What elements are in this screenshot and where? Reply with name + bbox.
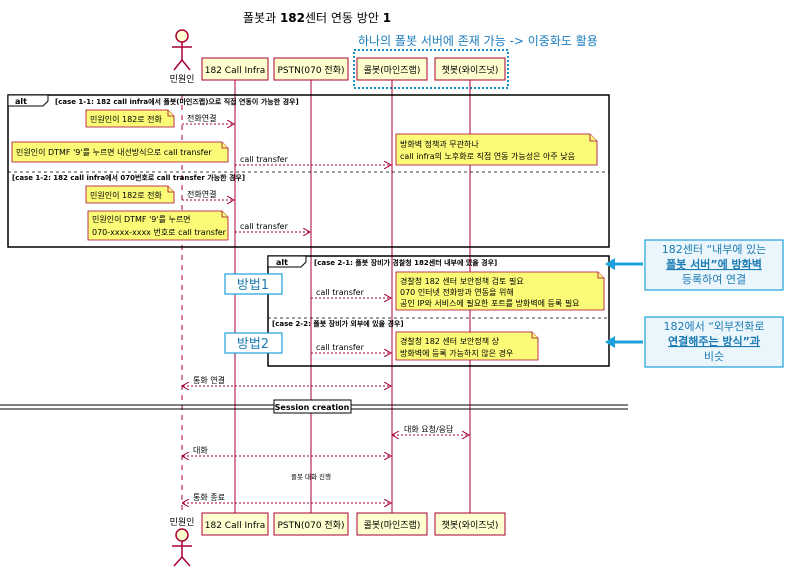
- svg-text:PSTN(070 전화): PSTN(070 전화): [278, 65, 345, 76]
- svg-text:PSTN(070 전화): PSTN(070 전화): [278, 520, 345, 531]
- svg-text:[case 1-2: 182 call infra에서 07: [case 1-2: 182 call infra에서 070번호로 call …: [12, 173, 245, 182]
- msg-call-end: 통화 종료: [193, 493, 225, 502]
- note-dtmf-1: 민원인이 DTMF '9'를 누르면 내선방식으로 call transfer: [11, 141, 229, 163]
- method-1-label: 방법1: [224, 273, 283, 295]
- svg-text:070-xxxx-xxxx 번호로 call transfe: 070-xxxx-xxxx 번호로 call transfer: [92, 228, 227, 237]
- actor-label-top: 민원인: [170, 74, 195, 85]
- svg-text:182 Call Infra: 182 Call Infra: [205, 66, 265, 76]
- svg-text:방법1: 방법1: [237, 278, 269, 293]
- svg-text:민원인이 182로 전화: 민원인이 182로 전화: [90, 114, 163, 124]
- note-firewall-1: 방화벽 정책과 무관하나 call infra의 노후화로 직접 연동 가능성은…: [395, 133, 598, 166]
- svg-text:경찰청 182 센터 보안정책 상: 경찰청 182 센터 보안정책 상: [400, 336, 500, 346]
- alt-frame-2: alt [case 2-1: 폴봇 장비가 경찰청 182센터 내부에 있을 경…: [267, 255, 610, 367]
- msg-chat-request: 대화 요청/응답: [404, 424, 454, 434]
- method-2-label: 방법2: [224, 332, 283, 354]
- bot-group-outline: [353, 49, 509, 89]
- svg-text:연결해주는 방식”과: 연결해주는 방식”과: [668, 334, 760, 348]
- callout-external-call: 182에서 “외부전화로 연결해주는 방식”과 비슷: [644, 316, 784, 368]
- svg-text:비슷: 비슷: [704, 350, 724, 363]
- participant-pstn-bottom: PSTN(070 전화): [273, 512, 349, 536]
- note-security-review: 경찰청 182 센터 보안정책 검토 필요 070 인터넷 전화망과 연동을 위…: [395, 271, 605, 311]
- actor-icon-bottom: [172, 528, 192, 567]
- actor-icon: [172, 29, 192, 71]
- svg-text:폴봇 서버”에 방화벽: 폴봇 서버”에 방화벽: [666, 257, 762, 271]
- diagram-title: 폴봇과 182센터 연동 방안 1: [243, 11, 391, 25]
- svg-text:등록하여 연결: 등록하여 연결: [682, 272, 746, 286]
- msg-connect-1: 전화연결: [187, 113, 216, 123]
- group-caption: 하나의 폴봇 서버에 존재 가능 -> 이중화도 활용: [358, 34, 598, 48]
- participant-chatbot-top: 챗봇(와이즈넛): [434, 57, 506, 81]
- note-dtmf-2: 민원인이 DTMF '9'를 누르면 070-xxxx-xxxx 번호로 cal…: [87, 210, 229, 241]
- callout-internal-server: 182센터 “내부에 있는 폴봇 서버”에 방화벽 등록하여 연결: [644, 239, 784, 291]
- svg-text:민원인이 DTMF '9'를 누르면 내선방식으로 call: 민원인이 DTMF '9'를 누르면 내선방식으로 call transfer: [16, 147, 212, 157]
- participant-callbot-top: 콜봇(마인즈랩): [356, 57, 428, 81]
- participant-call-infra-top: 182 Call Infra: [201, 57, 269, 81]
- svg-text:alt: alt: [15, 97, 27, 106]
- msg-talk: 대화: [193, 446, 208, 455]
- svg-text:콜봇(마인즈랩): 콜봇(마인즈랩): [364, 519, 421, 531]
- svg-text:챗봇(와이즈넛): 챗봇(와이즈넛): [442, 64, 499, 76]
- callout-arrow-2: [605, 336, 643, 348]
- svg-text:alt: alt: [276, 258, 288, 267]
- msg-transfer-4: call transfer: [316, 343, 365, 352]
- svg-text:경찰청 182 센터 보안정책 검토 필요: 경찰청 182 센터 보안정책 검토 필요: [400, 276, 524, 286]
- svg-text:Session creation: Session creation: [275, 403, 350, 412]
- msg-transfer-3: call transfer: [316, 288, 365, 297]
- msg-call-connected: 통화 연결: [193, 375, 225, 385]
- svg-text:민원인이 182로 전화: 민원인이 182로 전화: [90, 190, 163, 200]
- svg-text:민원인이 DTMF '9'를 누르면: 민원인이 DTMF '9'를 누르면: [92, 214, 191, 224]
- svg-text:[case 2-1: 폴봇 장비가 경찰청 182센터 내부: [case 2-1: 폴봇 장비가 경찰청 182센터 내부에 있을 경우]: [314, 258, 497, 267]
- svg-text:공인 IP와 서비스에 필요한 포트를 방화벽에 등록 필요: 공인 IP와 서비스에 필요한 포트를 방화벽에 등록 필요: [400, 298, 580, 308]
- msg-connect-2: 전화연결: [187, 189, 216, 199]
- participant-pstn-top: PSTN(070 전화): [273, 57, 349, 81]
- note-182-call-2: 민원인이 182로 전화: [85, 185, 175, 204]
- note-182-call-1: 민원인이 182로 전화: [85, 109, 175, 128]
- callout-arrow-1: [605, 258, 643, 270]
- participant-callbot-bottom: 콜봇(마인즈랩): [356, 512, 428, 536]
- msg-transfer-1: call transfer: [240, 155, 289, 164]
- actor-label-bottom: 민원인: [170, 517, 195, 528]
- svg-text:182에서 “외부전화로: 182에서 “외부전화로: [663, 320, 764, 333]
- svg-text:방법2: 방법2: [237, 337, 269, 352]
- svg-text:070 인터넷 전화망과 연동을 위해: 070 인터넷 전화망과 연동을 위해: [400, 287, 514, 297]
- participant-chatbot-bottom: 챗봇(와이즈넛): [434, 512, 506, 536]
- svg-text:콜봇(마인즈랩): 콜봇(마인즈랩): [364, 64, 421, 76]
- participant-call-infra-bottom: 182 Call Infra: [201, 512, 269, 536]
- svg-text:[case 1-1: 182 call infra에서 폴봇: [case 1-1: 182 call infra에서 폴봇(마인즈랩)으로 직…: [55, 97, 299, 106]
- session-divider: Session creation: [0, 399, 628, 414]
- svg-text:방화벽 정책과 무관하나: 방화벽 정책과 무관하나: [400, 139, 479, 149]
- svg-text:[case 2-2: 폴봇 장비가 외부에 있을 경우]: [case 2-2: 폴봇 장비가 외부에 있을 경우]: [272, 319, 404, 328]
- svg-text:call infra의 노후화로 직접 연동 가능성은 아주: call infra의 노후화로 직접 연동 가능성은 아주 낮음: [400, 151, 575, 161]
- alt-frame-1: alt [case 1-1: 182 call infra에서 폴봇(마인즈랩)…: [7, 94, 610, 248]
- msg-pollbot-talk: 폴봇 대화 진행: [291, 472, 331, 481]
- svg-text:방화벽에 등록 가능하지 않은 경우: 방화벽에 등록 가능하지 않은 경우: [400, 348, 513, 358]
- msg-transfer-2: call transfer: [240, 222, 289, 231]
- svg-text:챗봇(와이즈넛): 챗봇(와이즈넛): [442, 519, 499, 531]
- svg-text:182 Call Infra: 182 Call Infra: [205, 521, 265, 531]
- note-security-not-allowed: 경찰청 182 센터 보안정책 상 방화벽에 등록 가능하지 않은 경우: [395, 331, 539, 361]
- svg-text:182센터 “내부에 있는: 182센터 “내부에 있는: [662, 243, 767, 256]
